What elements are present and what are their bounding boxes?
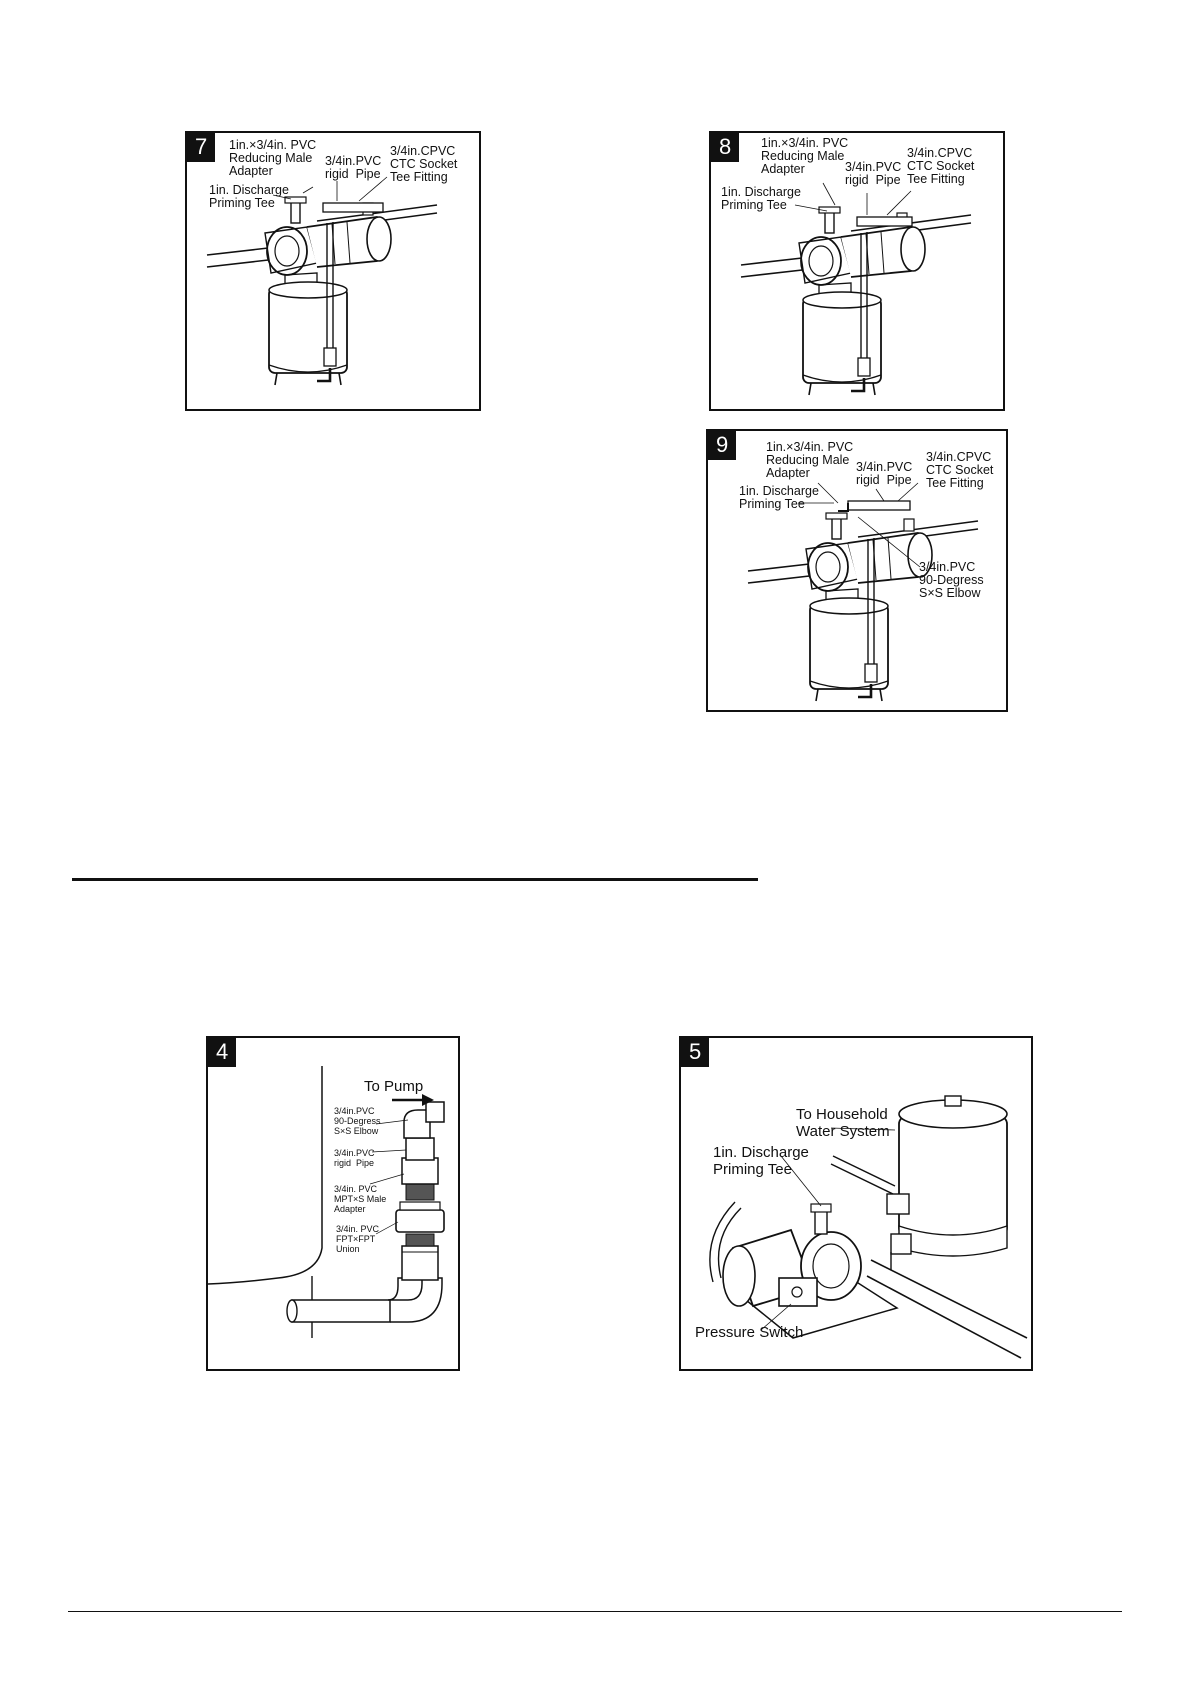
label-reducing-adapter: 1in.×3/4in. PVC Reducing Male Adapter — [229, 138, 317, 178]
label-to-pump: To Pump — [364, 1078, 424, 1095]
figure-number: 7 — [187, 133, 216, 162]
label-elbow: 3/4in.PVC 90-Degress S×S Elbow — [919, 560, 984, 600]
label-male-adapter: 3/4in. PVC MPT×S Male Adapter — [334, 1184, 387, 1214]
label-rigid-pipe: 3/4in.PVC rigid Pipe — [845, 160, 902, 187]
label-elbow: 3/4in.PVC 90-Degress S×S Elbow — [334, 1106, 381, 1136]
pump-tank-illustration — [739, 182, 973, 397]
pump-tank-illustration — [746, 482, 980, 703]
tank-union-illustration — [208, 1066, 445, 1338]
figure-5: 5 To Household Water System 1in. Dischar… — [679, 1036, 1033, 1371]
pump-system-illustration — [709, 1095, 1028, 1359]
label-tee-fitting: 3/4in.CPVC CTC Socket Tee Fitting — [926, 450, 994, 490]
label-household-water: To Household Water System — [796, 1106, 890, 1140]
figure-number: 9 — [708, 431, 737, 460]
label-priming-tee: 1in. Discharge Priming Tee — [209, 183, 289, 210]
label-rigid-pipe: 3/4in.PVC rigid Pipe — [334, 1148, 375, 1168]
label-rigid-pipe: 3/4in.PVC rigid Pipe — [856, 460, 913, 487]
figure-9: 9 1in.×3/4in. PVC Reducing Male Adapter … — [706, 429, 1008, 712]
pump-tank-illustration — [205, 176, 439, 387]
label-union: 3/4in. PVC FPT×FPT Union — [336, 1224, 380, 1254]
label-tee-fitting: 3/4in.CPVC CTC Socket Tee Fitting — [907, 146, 975, 186]
footer-rule — [68, 1611, 1122, 1612]
figure-number: 8 — [711, 133, 740, 162]
label-priming-tee: 1in. Discharge Priming Tee — [739, 484, 819, 511]
figure-8: 8 1in.×3/4in. PVC Reducing Male Adapter … — [709, 131, 1005, 411]
label-priming-tee: 1in. Discharge Priming Tee — [721, 185, 801, 212]
label-priming-tee: 1in. Discharge Priming Tee — [713, 1144, 809, 1178]
figure-7: 7 1in.×3/4in. PVC Reducing Male Adapter … — [185, 131, 481, 411]
figure-number: 5 — [681, 1038, 710, 1067]
label-rigid-pipe: 3/4in.PVC rigid Pipe — [325, 154, 382, 181]
section-divider — [72, 878, 758, 881]
figure-number: 4 — [208, 1038, 237, 1067]
label-reducing-adapter: 1in.×3/4in. PVC Reducing Male Adapter — [766, 440, 854, 480]
label-reducing-adapter: 1in.×3/4in. PVC Reducing Male Adapter — [761, 136, 849, 176]
label-pressure-switch: Pressure Switch — [695, 1324, 804, 1341]
figure-4: 4 To Pump 3/4in.PVC 90-Degress S×S Elbow… — [206, 1036, 460, 1371]
label-tee-fitting: 3/4in.CPVC CTC Socket Tee Fitting — [390, 144, 458, 184]
